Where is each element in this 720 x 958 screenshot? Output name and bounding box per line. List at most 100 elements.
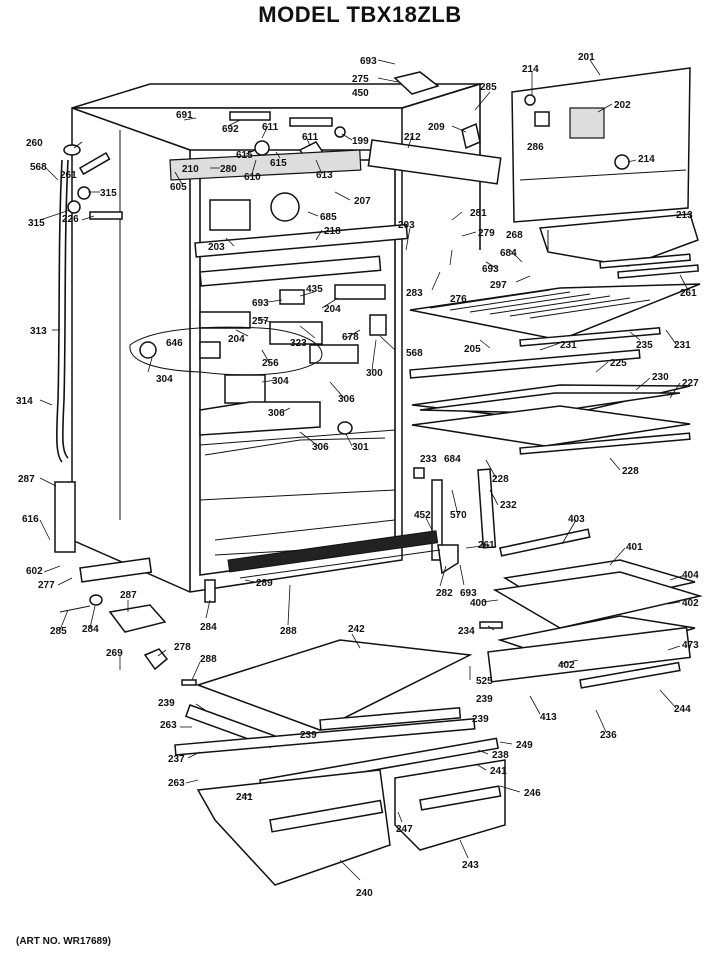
callout-212: 212	[404, 132, 421, 143]
callout-297: 297	[490, 280, 507, 291]
callout-289: 289	[256, 578, 273, 589]
callout-275: 275	[352, 74, 369, 85]
callout-610: 610	[244, 172, 261, 183]
callout-218: 218	[324, 226, 341, 237]
callout-404: 404	[682, 570, 699, 581]
callout-246: 246	[524, 788, 541, 799]
callout-646: 646	[166, 338, 183, 349]
callout-231: 231	[560, 340, 577, 351]
callout-227: 227	[682, 378, 699, 389]
callout-239-c: 239	[300, 730, 317, 741]
callout-247: 247	[396, 824, 413, 835]
callout-214: 214	[522, 64, 539, 75]
callout-243: 243	[462, 860, 479, 871]
shelf-supports	[413, 467, 497, 575]
callout-239-b: 239	[476, 694, 493, 705]
callout-235: 235	[636, 340, 653, 351]
callout-684: 684	[500, 248, 517, 259]
callout-301: 301	[352, 442, 369, 453]
callout-611: 611	[262, 122, 279, 133]
callout-204: 204	[324, 304, 341, 315]
callout-256: 256	[262, 358, 279, 369]
callout-249: 249	[516, 740, 533, 751]
callout-204-b: 204	[228, 334, 245, 345]
callout-304: 304	[156, 374, 173, 385]
callout-450: 450	[352, 88, 369, 99]
callout-685: 685	[320, 212, 337, 223]
callout-323: 323	[290, 338, 307, 349]
callout-239-d: 239	[472, 714, 489, 725]
meat-pan	[538, 213, 700, 279]
callout-213: 213	[676, 210, 693, 221]
callout-261-b: 261	[680, 288, 697, 299]
callout-210: 210	[182, 164, 199, 175]
drain-tube	[56, 159, 69, 463]
callout-693-b: 693	[482, 264, 499, 275]
callout-691: 691	[176, 110, 193, 121]
callout-413: 413	[540, 712, 557, 723]
callout-203: 203	[208, 242, 225, 253]
cantilever-shelf	[479, 528, 703, 689]
callout-403: 403	[568, 514, 585, 525]
callout-242: 242	[348, 624, 365, 635]
callout-226: 226	[62, 214, 79, 225]
callout-315: 315	[100, 188, 117, 199]
callout-313: 313	[30, 326, 47, 337]
callout-207: 207	[354, 196, 371, 207]
callout-452: 452	[414, 510, 431, 521]
callout-241: 241	[490, 766, 507, 777]
callout-281: 281	[470, 208, 487, 219]
callout-288: 288	[280, 626, 297, 637]
callout-402-b: 402	[558, 660, 575, 671]
temperature-control-parts	[129, 284, 387, 436]
callout-684-b: 684	[444, 454, 461, 465]
callout-285-b: 285	[50, 626, 67, 637]
callout-525: 525	[476, 676, 493, 687]
callout-236: 236	[600, 730, 617, 741]
callout-568: 568	[30, 162, 47, 173]
callout-613: 613	[316, 170, 333, 181]
callout-279: 279	[478, 228, 495, 239]
callout-315-b: 315	[28, 218, 45, 229]
callout-240: 240	[356, 888, 373, 899]
callout-labels: 693 275 450 285 214 201 202 286 214 691 …	[16, 52, 699, 899]
callout-400: 400	[470, 598, 487, 609]
callout-306-c: 306	[312, 442, 329, 453]
callout-205: 205	[464, 344, 481, 355]
callout-202: 202	[614, 100, 631, 111]
callout-228: 228	[622, 466, 639, 477]
callout-473: 473	[682, 640, 699, 651]
callout-264: 284	[82, 624, 99, 635]
callout-693-c: 693	[252, 298, 269, 309]
callout-234: 234	[458, 626, 475, 637]
callout-401: 401	[626, 542, 643, 553]
callout-232: 232	[500, 500, 517, 511]
callout-616: 616	[22, 514, 39, 525]
callout-693: 693	[360, 56, 377, 67]
callout-285: 285	[480, 82, 497, 93]
callout-570: 570	[450, 510, 467, 521]
callout-282: 282	[436, 588, 453, 599]
callout-280: 280	[220, 164, 237, 175]
callout-233: 233	[420, 454, 437, 465]
lower-small-parts	[54, 481, 441, 686]
callout-263: 263	[160, 720, 177, 731]
callout-283: 283	[406, 288, 423, 299]
callout-286: 286	[527, 142, 544, 153]
callout-615: 615	[236, 150, 253, 161]
crisper-drawers	[196, 759, 506, 886]
callout-287-b: 287	[120, 590, 137, 601]
wire-shelf	[409, 283, 701, 379]
callout-314: 314	[16, 396, 33, 407]
callout-277: 277	[38, 580, 55, 591]
callout-261: 261	[60, 170, 77, 181]
callout-276: 276	[450, 294, 467, 305]
callout-263-b: 263	[168, 778, 185, 789]
callout-239: 239	[158, 698, 175, 709]
callout-402: 402	[682, 598, 699, 609]
callout-605: 605	[170, 182, 187, 193]
cabinet-body	[71, 82, 481, 593]
callout-261-c: 261	[478, 540, 495, 551]
callout-278: 278	[174, 642, 191, 653]
